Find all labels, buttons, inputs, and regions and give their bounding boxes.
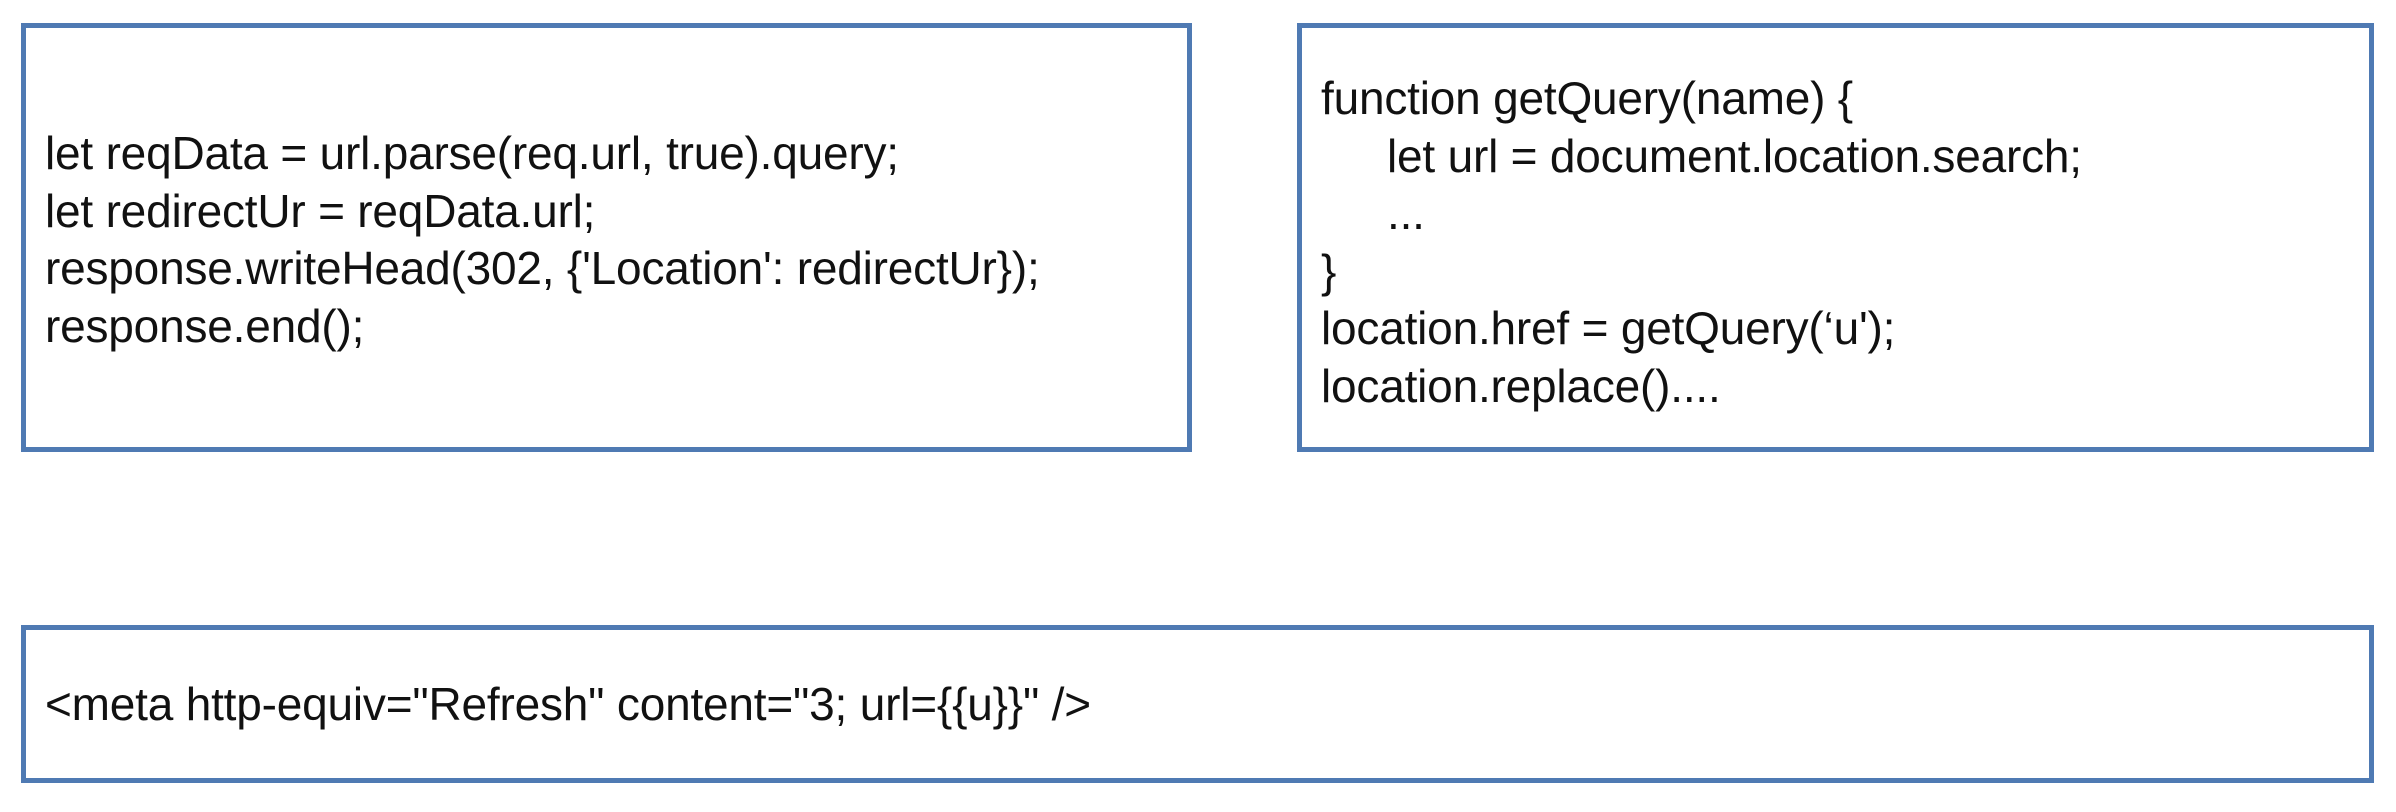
code-line: let reqData = url.parse(req.url, true).q… — [45, 127, 899, 179]
code-line: let redirectUr = reqData.url; — [45, 184, 596, 237]
code-line: location.replace().... — [1321, 359, 1721, 412]
code-line: } — [1321, 244, 1337, 297]
code-line: <meta http-equiv="Refresh" content="3; u… — [45, 678, 1091, 730]
server-code-lines: let reqData = url.parse(req.url, true).q… — [45, 125, 1040, 355]
code-line: response.writeHead(302, {'Location': red… — [45, 242, 1040, 294]
code-line: response.end(); — [45, 299, 365, 352]
server-redirect-code-box: let reqData = url.parse(req.url, true).q… — [21, 23, 1192, 452]
code-line: location.href = getQuery(‘u'); — [1321, 302, 1896, 354]
meta-refresh-code-box: <meta http-equiv="Refresh" content="3; u… — [21, 625, 2374, 783]
code-line: function getQuery(name) { — [1321, 72, 1853, 124]
client-code-lines: function getQuery(name) { let url = docu… — [1321, 70, 2082, 415]
meta-code-lines: <meta http-equiv="Refresh" content="3; u… — [45, 676, 1091, 734]
code-line: let url = document.location.search; — [1387, 129, 2082, 182]
code-line: ... — [1387, 187, 1425, 239]
client-redirect-code-box: function getQuery(name) { let url = docu… — [1297, 23, 2374, 452]
